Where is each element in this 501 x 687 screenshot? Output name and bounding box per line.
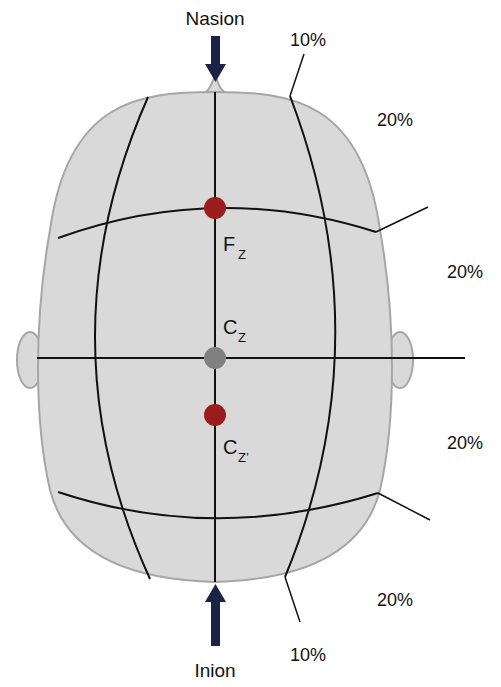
percent-label: 10%: [290, 31, 326, 49]
leader-line: [285, 577, 300, 622]
leader-line: [378, 493, 430, 520]
preauricular-line: [37, 357, 465, 359]
electrode-letter: C: [223, 317, 237, 337]
electrode-subscript: Z: [238, 248, 246, 261]
percent-label: 20%: [447, 434, 483, 452]
leader-line: [376, 207, 428, 232]
arrow-shaft: [211, 36, 220, 66]
electrode-subscript: Z’: [238, 451, 249, 464]
electrode-cz: [204, 347, 226, 369]
landmark-label: Inion: [194, 661, 235, 680]
percent-label: 20%: [377, 591, 413, 609]
head-outline: [38, 92, 392, 582]
electrode-grid: [37, 92, 465, 582]
arrow-head: [205, 64, 226, 82]
percent-label: 20%: [377, 111, 413, 129]
leader-line: [290, 54, 304, 96]
arrow-head: [205, 584, 226, 602]
nasion-arrow: [205, 36, 226, 82]
electrode-letter: C: [223, 437, 237, 457]
leader-lines: [285, 54, 430, 622]
inion-arrow: [205, 584, 226, 646]
midline: [214, 92, 216, 582]
arrow-shaft: [211, 600, 220, 646]
occipital-arc: [58, 492, 378, 518]
percent-label: 20%: [447, 263, 483, 281]
electrode-cz-prime: [204, 404, 226, 426]
electrode-subscript: Z: [238, 331, 246, 344]
right-arc: [285, 96, 335, 577]
electrode-fz: [204, 197, 226, 219]
left-arc: [95, 97, 150, 579]
landmark-label: Nasion: [185, 9, 244, 28]
percent-label: 10%: [290, 646, 326, 664]
electrode-letter: F: [223, 234, 235, 254]
